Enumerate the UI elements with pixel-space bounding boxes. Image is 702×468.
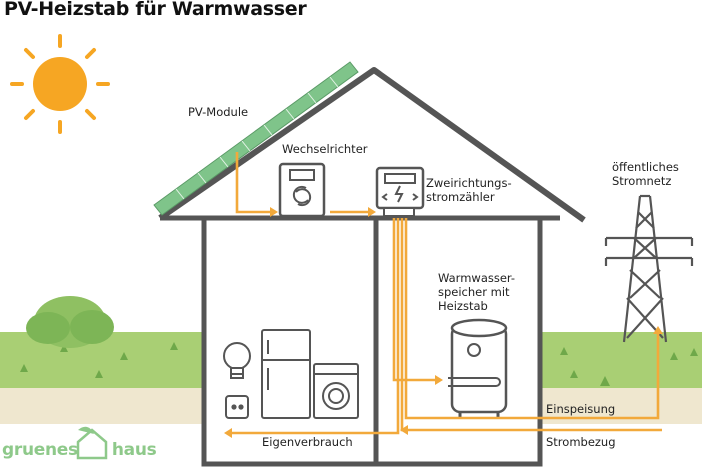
light-bulb-icon [223,342,251,379]
page-title: PV-Heizstab für Warmwasser [4,0,307,20]
power-pylon-icon [604,194,694,343]
power-socket-icon [225,395,249,419]
inverter-icon [278,162,326,218]
bush [26,296,114,348]
label-storage-line2: speicher mit [438,285,510,299]
washing-machine-icon [313,363,359,419]
label-storage-line1: Warmwasser- [438,271,516,285]
label-grid-line2: Stromnetz [612,174,672,188]
label-pv-modules: PV-Module [188,105,249,119]
label-feed-in: Einspeisung [546,402,616,416]
grass-tufts [20,342,698,386]
label-grid-supply: Strombezug [546,435,616,449]
label-meter-line1: Zweirichtungs- [426,176,512,190]
logo-text-part2: haus [111,440,157,460]
bidirectional-meter-icon [375,166,425,217]
label-storage-line3: Heizstab [438,299,488,313]
label-inverter: Wechselrichter [282,142,368,156]
fridge-icon [261,329,311,419]
label-meter-line2: stromzähler [426,190,495,204]
brand-logo: gruenes haus [2,440,157,460]
hot-water-storage-icon [448,318,508,418]
label-grid-line1: öffentliches [612,160,679,174]
sun-icon [10,34,110,134]
roof [158,67,586,223]
logo-text-part1: gruenes [2,440,78,460]
flow-arrowheads [224,207,663,438]
pv-panel [153,61,359,216]
label-self-consumption: Eigenverbrauch [262,435,353,449]
